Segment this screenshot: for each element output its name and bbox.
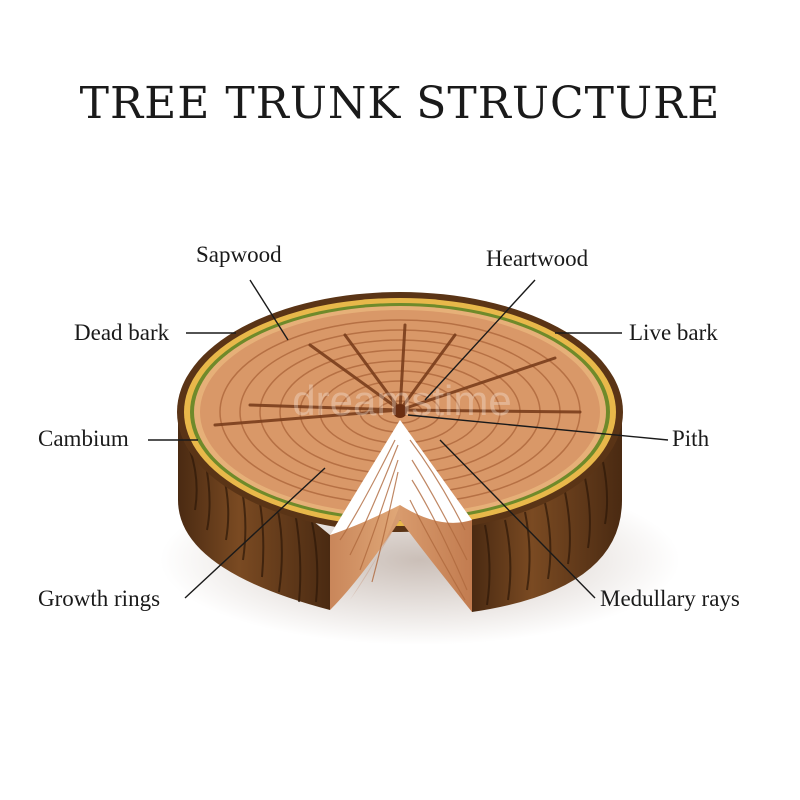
leader-medullary-rays: [439, 439, 596, 599]
label-growth-rings: Growth rings: [38, 586, 161, 611]
pith-dot: [393, 404, 407, 418]
medullary-rays-lines: [213, 323, 582, 427]
cut-grain: [339, 439, 468, 601]
label-medullary-rays: Medullary rays: [600, 586, 740, 611]
leader-pith: [407, 414, 669, 441]
label-cambium: Cambium: [38, 426, 129, 451]
label-heartwood: Heartwood: [486, 246, 589, 271]
leader-lines: [148, 279, 669, 599]
leader-sapwood: [249, 279, 289, 341]
label-pith: Pith: [672, 426, 710, 451]
label-dead-bark: Dead bark: [74, 320, 170, 345]
label-sapwood: Sapwood: [196, 242, 282, 267]
leader-heartwood: [424, 279, 536, 401]
wedge-gap: [330, 420, 472, 535]
watermark-text: dreamstime: [292, 377, 511, 424]
diagram-title: TREE TRUNK STRUCTURE: [79, 78, 721, 129]
leader-growth-rings: [184, 467, 326, 599]
label-live-bark: Live bark: [629, 320, 718, 345]
